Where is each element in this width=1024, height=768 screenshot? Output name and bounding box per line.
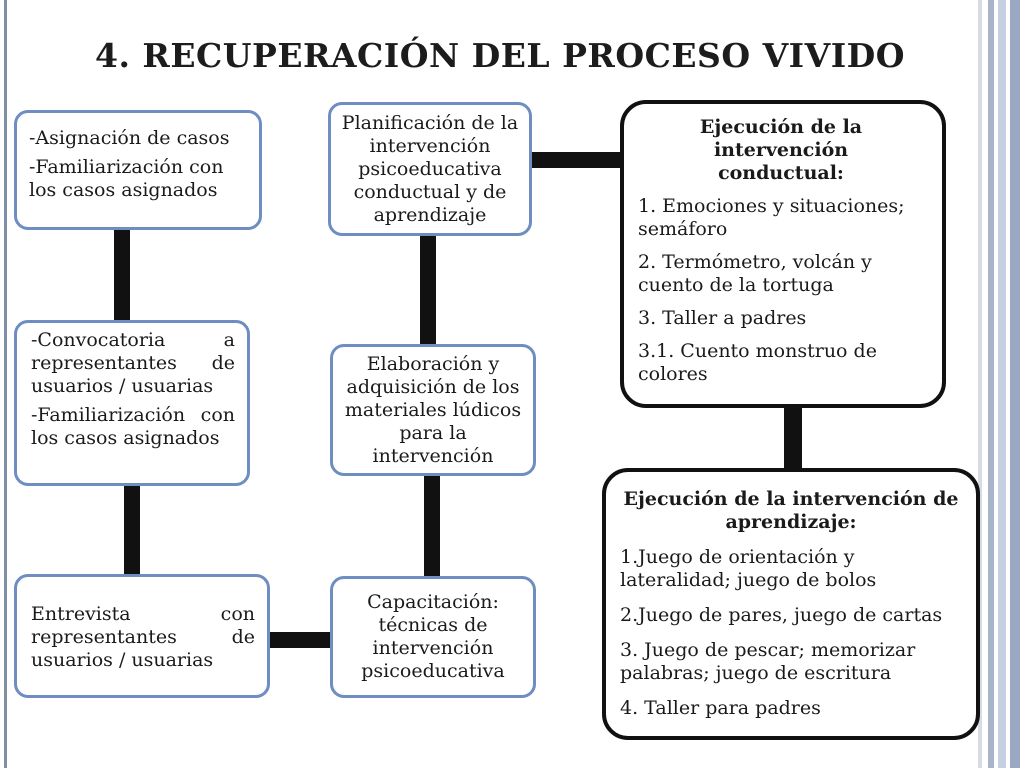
conductual-item-3: 3. Taller a padres [638,307,807,329]
connector-capacitacion-elaboracion [424,474,440,578]
elaboracion-text: Elaboración y adquisición de los materia… [344,352,522,467]
right-decorative-stripes [978,0,1024,768]
convocatoria-line1: -Convocatoria a representantes de usuari… [31,329,235,397]
connector-convocatoria-entrevista [124,484,140,576]
asignacion-line1: -Asignación de casos [29,127,230,149]
entrevista-text: Entrevista con representantes de usuario… [31,603,255,671]
box-elaboracion: Elaboración y adquisición de los materia… [330,344,536,476]
conductual-item-2: 2. Termómetro, volcán y cuento de la tor… [638,251,872,296]
connector-asignacion-convocatoria [114,228,130,322]
box-aprendizaje: Ejecución de la intervención de aprendiz… [602,468,980,740]
aprendizaje-item-3: 3. Juego de pescar; memorizar palabras; … [620,639,916,684]
page-title: 4. RECUPERACIÓN DEL PROCESO VIVIDO [94,36,906,75]
aprendizaje-heading: Ejecución de la intervención de aprendiz… [623,488,959,533]
left-border-line [4,0,7,768]
conductual-item-4: 3.1. Cuento monstruo de colores [638,340,877,385]
aprendizaje-item-1: 1.Juego de orientación y lateralidad; ju… [620,546,877,591]
box-capacitacion: Capacitación: técnicas de intervención p… [330,576,536,698]
connector-conductual-aprendizaje [784,406,802,472]
connector-entrevista-capacitacion [266,632,334,648]
aprendizaje-item-4: 4. Taller para padres [620,697,821,719]
planificacion-text: Planificación de la intervención psicoed… [341,111,519,226]
box-conductual: Ejecución de la intervención conductual:… [620,100,946,408]
convocatoria-line2: -Familiarización con los casos asignados [31,404,235,449]
asignacion-line2: -Familiarización con los casos asignados [29,156,224,201]
box-convocatoria: -Convocatoria a representantes de usuari… [14,320,250,486]
conductual-heading: Ejecución de la intervención conductual: [699,116,863,184]
connector-planificacion-conductual [530,152,624,168]
connector-elaboracion-planificacion [420,234,436,346]
box-entrevista: Entrevista con representantes de usuario… [14,574,270,698]
aprendizaje-item-2: 2.Juego de pares, juego de cartas [620,604,943,626]
capacitacion-text: Capacitación: técnicas de intervención p… [361,591,505,682]
box-asignacion: -Asignación de casos -Familiarización co… [14,110,262,230]
box-planificacion: Planificación de la intervención psicoed… [328,102,532,236]
conductual-item-1: 1. Emociones y situaciones; semáforo [638,195,905,240]
